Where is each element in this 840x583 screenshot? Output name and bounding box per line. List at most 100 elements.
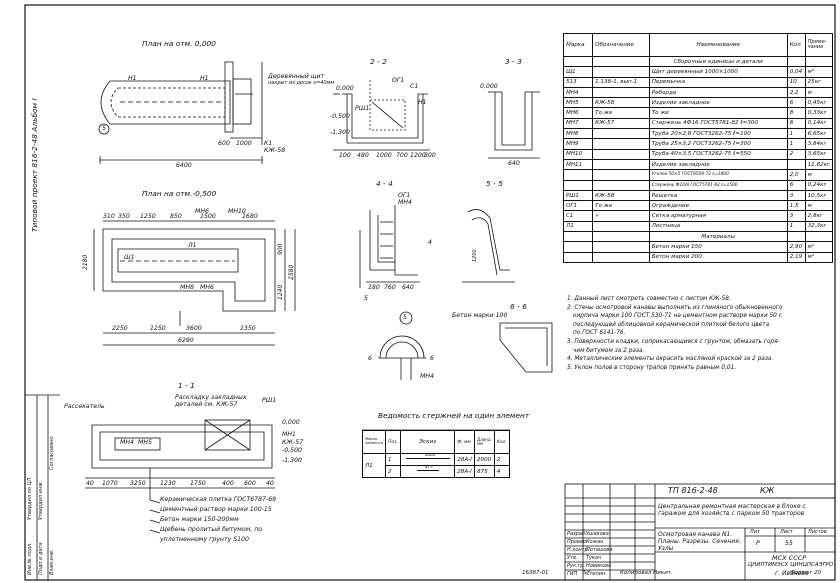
footer-format: Формат 20 [790,570,822,576]
spec-cell [592,251,650,263]
spec-cell: Изделие закладное [648,158,788,171]
section-11-label-3: КЖ-57 [282,439,304,446]
spec-cell: МН11 [562,158,594,171]
section-44-label-1: МН4 [398,199,412,206]
section-22-dim-1: 480 [357,152,369,159]
spec-cell [592,138,650,150]
spec-cell: МН6 [562,107,594,119]
rebar-cell-0-4: 2000 [473,453,495,466]
section-66-title: 6 - 6 [510,302,527,311]
plan-000-mark-k: К1 [264,140,273,147]
plan-500-dim-top-5: 1680 [242,213,258,220]
section-33-graphic [488,91,540,159]
spec-cell: Уголок 50×5 ГОСТ8509-72 ℓ=1800 [648,169,788,181]
rebar-cell-0-3: 28А-I [454,453,475,466]
note-line: 1. Данный лист смотреть совместно с лист… [567,296,731,302]
plan-500-dim-bottom-0: 2250 [112,325,128,332]
section-33-title: 3 - 3 [505,57,522,66]
rebar-sketch-2 [416,469,439,471]
spec-cell: 3 [786,189,806,202]
section-11-dim-3: 1230 [160,480,176,487]
plan-500-dim-top-3: 850 [170,213,182,220]
spec-header-0: Марка [562,33,594,57]
plan-500-title: План на отм.-0,500 [142,189,217,198]
spec-cell [562,241,594,253]
rebar-header-row: Марка элемента Поз. Эскиз Ф, мм Длина, м… [361,430,511,454]
spec-cell [562,231,594,243]
sign-name: Тукач [586,555,602,561]
spec-cell: 0,04 [786,66,806,78]
section-44-label-3: 5 [364,295,368,302]
rebar-header-5: Кол. [493,430,511,454]
spec-cell: м³ [804,66,834,78]
plan-000-dim-total: 6400 [176,162,192,169]
note-line: 2. Стены осмотровой канавы выполнить из … [567,304,783,311]
spec-cell: Стержень 4Ф16 ГОСТ5781-82 ℓ=300 [648,117,788,130]
section-22-label-2: С1 [410,83,419,90]
rebar-cell-0-2: 2000 [400,453,456,466]
spec-cell: Стержень Ф10АI ГОСТ5781-82 ℓ=1500 [648,179,788,191]
section-22-dim-3: 700 [396,152,408,159]
section-11-graphic [85,419,275,534]
spec-cell [562,55,594,68]
section-11-dim-0: 40 [86,480,94,487]
plan-000-note-shield: Деревянный щит [268,73,325,80]
section-66-label: Бетон марки 100 [452,312,508,319]
spec-cell: Бетон марки 150 [648,241,788,253]
section-44-dim-2: 640 [402,284,414,291]
section-11-dim-7: 40 [266,480,274,487]
spec-cell: 32,3кг [804,220,834,233]
spec-cell: С1 [562,210,594,222]
section-44-dim-1: 760 [384,284,396,291]
spec-cell: » [592,210,650,222]
rebar-cell-0-0: Л1 [361,453,387,478]
sign-role: Утв. [567,555,578,561]
plan-000-label-n1: Н1 [128,75,137,82]
rebar-table: Марка элемента Поз. Эскиз Ф, мм Длина, м… [361,430,511,478]
plan-500-mark-2: Л1 [188,242,197,249]
spec-cell: 2 [786,148,806,160]
section-11-label-left: Рассекатель [64,403,105,410]
plan-500-dim-top-1: 350 [118,213,130,220]
rebar-cell-1-3: 28А-I [454,465,475,478]
plan-500-dim-right-0: 900 [277,243,284,255]
title-sheet-code: КЖ [760,486,775,495]
spec-cell [592,128,650,140]
spec-header-3: Кол [786,33,806,57]
spec-cell: 0,24кг [804,179,834,191]
note-line: по ГОСТ 6141-76. [573,330,626,337]
spec-cell: 3,65кг [804,148,834,160]
rebar-header-0: Марка элемента [361,430,387,454]
spec-row: Сборочные единицы и детали [562,55,834,68]
spec-cell: Труба 40×3,5 ГОСТ3262-75 ℓ=550 [648,148,788,160]
section-11-level-2: -1,300 [282,457,302,464]
plan-500-dim-right-1: 1240 [277,284,284,300]
title-stage-header: Лит [750,529,760,535]
spec-cell: 11,82кг [804,158,834,171]
rebar-cell-0-5: 2 [493,453,511,466]
spec-cell: 1 [786,128,806,140]
rebar-sketch-dim-0: 2000 [425,453,436,457]
section-55-graphic [462,209,515,283]
spec-cell: Сборочные единицы и детали [648,55,788,68]
plan-500-mark-1: МН10 [228,208,246,215]
section-11-dim-2: 3250 [130,480,146,487]
plan-500-dim-bottom-1: 1250 [150,325,166,332]
spec-cell: 3,84кг [804,138,834,150]
rebar-sketch-1 [405,457,450,459]
spec-cell: 8 [786,107,806,119]
section-66-label-2: 6 [430,355,434,362]
note-line: 3. Поверхности кладки, соприкасающиеся с… [567,339,780,345]
spec-header-1: Обозначение [592,33,650,57]
title-project: Центральная ремонтная мастерская в блоке… [658,503,806,517]
